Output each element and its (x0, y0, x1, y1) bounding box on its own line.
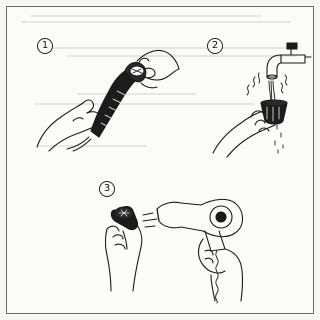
illustration-frame: 1 (6, 6, 314, 314)
rinsing-attachment-under-faucet-icon (211, 37, 311, 157)
drying-attachment-with-hair-dryer-icon (93, 191, 253, 303)
hands-twisting-attachment-icon (29, 47, 179, 152)
